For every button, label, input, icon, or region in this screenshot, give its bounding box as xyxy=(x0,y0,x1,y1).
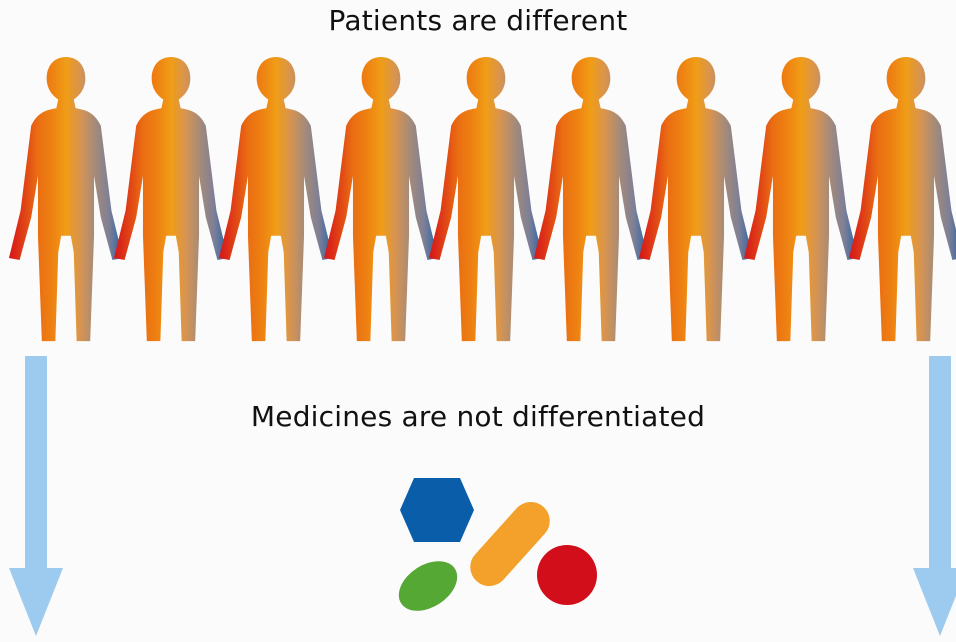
arrows-layer xyxy=(9,356,956,636)
person-6-icon xyxy=(533,56,649,342)
person-8-icon xyxy=(743,56,859,342)
person-1-icon xyxy=(8,56,124,342)
patients-heading: Patients are different xyxy=(328,4,628,37)
oval-pill-icon xyxy=(398,561,458,611)
person-3-icon xyxy=(218,56,334,342)
hexagon-pill-icon xyxy=(400,478,474,542)
people-chain xyxy=(8,56,956,342)
person-7-icon xyxy=(638,56,754,342)
right-down-arrow xyxy=(913,356,956,636)
person-9-icon xyxy=(848,56,956,342)
person-2-icon xyxy=(113,56,229,342)
left-down-arrow xyxy=(9,356,63,636)
medicines-heading: Medicines are not differentiated xyxy=(250,400,706,433)
medicine-shapes xyxy=(398,478,597,611)
person-5-icon xyxy=(428,56,544,342)
round-pill-icon xyxy=(537,545,597,605)
capsule-pill-icon xyxy=(470,501,550,587)
person-4-icon xyxy=(323,56,439,342)
